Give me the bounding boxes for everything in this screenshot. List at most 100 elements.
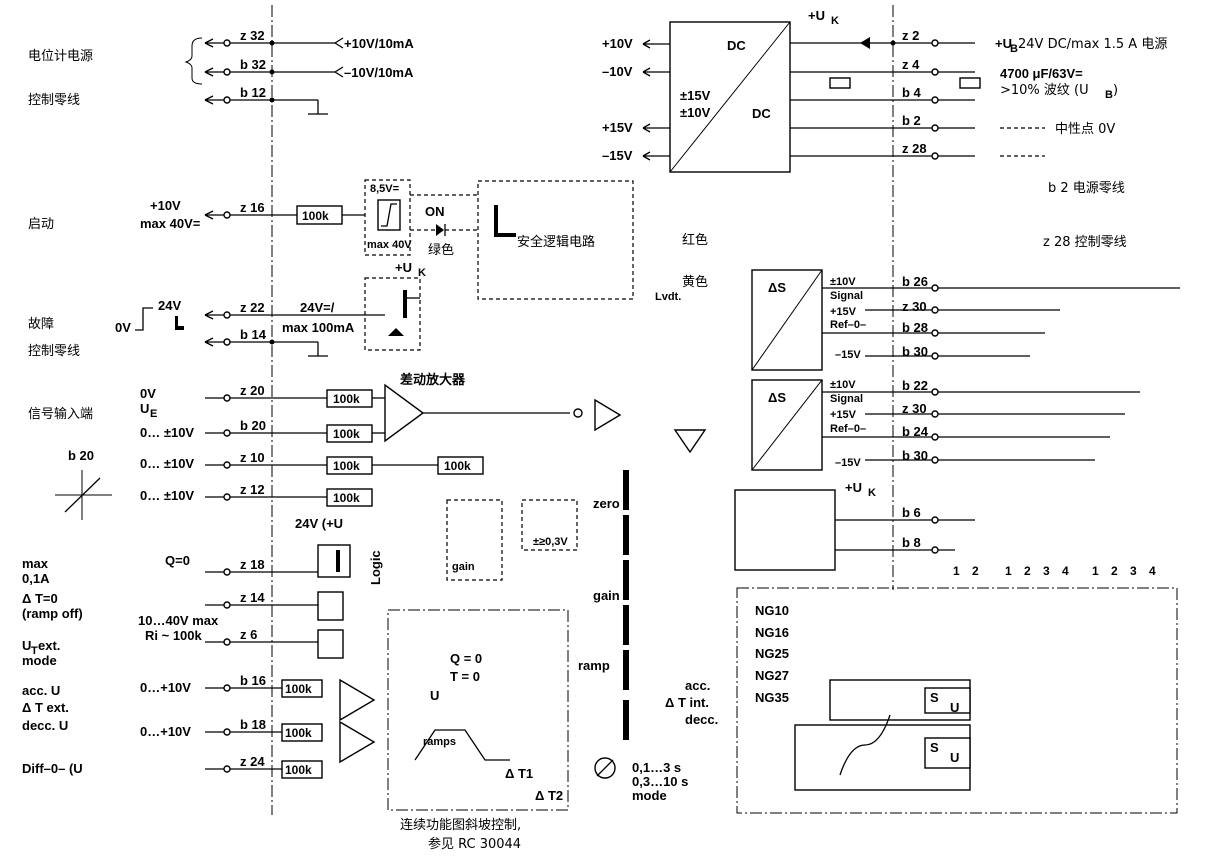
svg-text:(ramp off): (ramp off) [22, 606, 83, 621]
svg-text:+15V: +15V [830, 306, 857, 318]
svg-text:ΔS: ΔS [768, 390, 786, 405]
brace [184, 37, 203, 85]
svg-text:24V (+U: 24V (+U [295, 516, 343, 531]
svg-text:±10V: ±10V [830, 379, 856, 391]
pin-b30b: b 30 [902, 448, 928, 463]
svg-text:DC: DC [727, 38, 746, 53]
pin-z16: z 16 [240, 200, 265, 215]
svg-text:Δ T1: Δ T1 [505, 766, 533, 781]
svg-text:Q=0: Q=0 [165, 553, 190, 568]
svg-text:0…+10V: 0…+10V [140, 680, 191, 695]
label-ctrl-zero-1: 控制零线 [28, 93, 80, 108]
svg-text:100k: 100k [285, 682, 312, 696]
svg-text:±15V: ±15V [680, 88, 711, 103]
pin-z2: z 2 [902, 28, 919, 43]
svg-text:K: K [868, 487, 876, 499]
pin-z28: z 28 [902, 141, 927, 156]
svg-text:2: 2 [972, 564, 979, 578]
svg-text:0V: 0V [140, 386, 156, 401]
svg-text:S: S [930, 690, 939, 705]
label-green: 绿色 [428, 242, 454, 258]
svg-text:U: U [950, 750, 959, 765]
pin-z10: z 10 [240, 450, 265, 465]
svg-text:ΔS: ΔS [768, 280, 786, 295]
svg-text:mode: mode [22, 653, 57, 668]
svg-text:24V: 24V [158, 298, 181, 313]
svg-text:NG35: NG35 [755, 690, 789, 705]
svg-text:): ) [1113, 83, 1118, 98]
power-stage [734, 489, 836, 571]
label-neutral: 中性点 0V [1055, 122, 1115, 137]
pin-b2: b 2 [902, 113, 921, 128]
pin-b26: b 26 [902, 274, 928, 289]
svg-text:ext.: ext. [38, 638, 60, 653]
label-diff-amp: 差动放大器 [400, 372, 466, 387]
svg-text:Ref–0–: Ref–0– [830, 319, 866, 331]
svg-text:4: 4 [1149, 564, 1156, 578]
svg-text:100k: 100k [333, 459, 360, 473]
svg-text:±10V: ±10V [830, 276, 856, 288]
svg-text:b 20: b 20 [68, 448, 94, 463]
pin-b8: b 8 [902, 535, 921, 550]
pin-b14: b 14 [240, 327, 267, 342]
svg-text:acc.: acc. [685, 678, 710, 693]
svg-text:3: 3 [1130, 564, 1137, 578]
svg-text:Logic: Logic [368, 550, 383, 585]
svg-text:Ri ~ 100k: Ri ~ 100k [145, 628, 203, 643]
svg-text:0…+10V: 0…+10V [140, 724, 191, 739]
label-max40v: max 40V= [140, 216, 201, 231]
svg-text:0V: 0V [115, 320, 131, 335]
svg-text:Δ T=0: Δ T=0 [22, 591, 58, 606]
svg-text:–15V: –15V [835, 349, 861, 361]
label-safety-logic: 安全逻辑电路 [517, 234, 595, 250]
pin-z22: z 22 [240, 300, 265, 315]
pin-z30a: z 30 [902, 299, 927, 314]
pin-b16: b 16 [240, 673, 266, 688]
svg-text:K: K [831, 15, 839, 27]
svg-text:U: U [140, 401, 149, 416]
svg-text:8,5V=: 8,5V= [370, 183, 399, 195]
svg-text:T: T [31, 645, 38, 657]
svg-text:max 100mA: max 100mA [282, 320, 355, 335]
svg-text:24V=/: 24V=/ [300, 300, 335, 315]
pin-z12: z 12 [240, 482, 265, 497]
svg-text:U: U [430, 688, 439, 703]
svg-text:Q = 0: Q = 0 [450, 651, 482, 666]
svg-text:B: B [1105, 89, 1113, 101]
svg-text:gain: gain [593, 588, 620, 603]
svg-text:max 40V: max 40V [367, 239, 412, 251]
pin-b30a: b 30 [902, 344, 928, 359]
svg-text:ramps: ramps [423, 736, 456, 748]
svg-text:+U: +U [395, 260, 412, 275]
svg-text:1: 1 [1005, 564, 1012, 578]
svg-text:0… ±10V: 0… ±10V [140, 425, 194, 440]
pin-b28: b 28 [902, 320, 928, 335]
svg-text:T = 0: T = 0 [450, 669, 480, 684]
svg-text:10…40V max: 10…40V max [138, 613, 219, 628]
ramp-box [387, 609, 569, 811]
svg-text:±≥0,3V: ±≥0,3V [533, 536, 568, 548]
label-ramp-note-1: 连续功能图斜坡控制, [400, 817, 521, 833]
svg-text:100k: 100k [333, 427, 360, 441]
svg-text:100k: 100k [285, 763, 312, 777]
svg-text:Signal: Signal [830, 393, 863, 405]
label-power-zero: b 2 电源零线 [1048, 181, 1125, 196]
svg-text:B: B [1010, 43, 1018, 55]
pin-z30b: z 30 [902, 401, 927, 416]
svg-text:gain: gain [452, 561, 475, 573]
svg-text:0… ±10V: 0… ±10V [140, 456, 194, 471]
svg-text:0,1…3 s: 0,1…3 s [632, 760, 681, 775]
svg-text:S: S [930, 740, 939, 755]
svg-text:+U: +U [845, 480, 862, 495]
svg-text:Signal: Signal [830, 290, 863, 302]
svg-text:–15V: –15V [602, 148, 633, 163]
svg-text:mode: mode [632, 788, 667, 803]
svg-text:+U: +U [808, 8, 825, 23]
label-cap: 4700 μF/63V= [1000, 66, 1083, 81]
svg-text:24V DC/max 1.5 A 电源: 24V DC/max 1.5 A 电源 [1018, 37, 1167, 52]
svg-text:U: U [22, 638, 31, 653]
svg-text:Δ T ext.: Δ T ext. [22, 700, 69, 715]
label-on: ON [425, 204, 445, 219]
label-pot-supply: 电位计电源 [28, 49, 93, 64]
svg-text:K: K [418, 267, 426, 279]
